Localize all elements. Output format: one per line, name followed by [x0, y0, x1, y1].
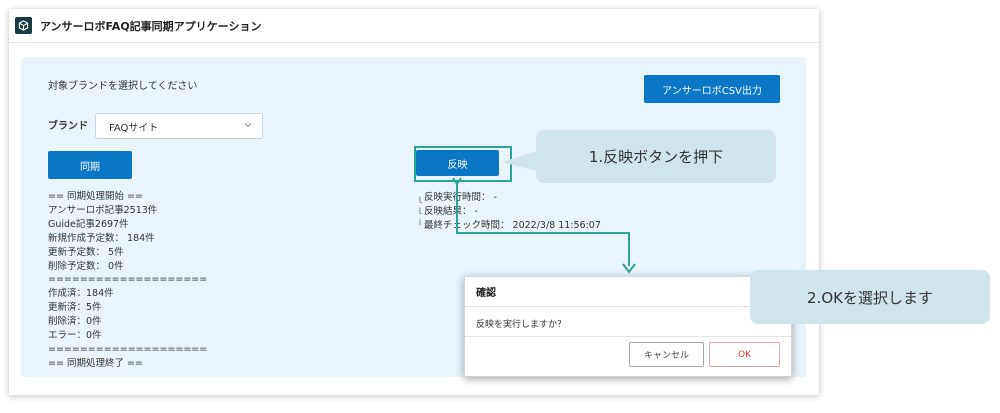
- log-line: ====================: [48, 274, 208, 286]
- cube-icon: [15, 17, 32, 34]
- log-line: 更新予定数： 5件: [48, 246, 124, 258]
- sync-log: == 同期処理開始 == アンサーロボ記事2513件 Guide記事2697件 …: [48, 190, 228, 371]
- log-line: 更新済：5件: [48, 302, 102, 314]
- app-title: アンサーロボFAQ記事同期アプリケーション: [40, 19, 262, 33]
- csv-export-button[interactable]: アンサーロボCSV出力: [644, 75, 780, 103]
- log-line: 削除済：0件: [48, 316, 102, 328]
- cancel-button[interactable]: キャンセル: [629, 342, 704, 367]
- app-header: アンサーロボFAQ記事同期アプリケーション: [9, 9, 819, 43]
- reflect-result: 反映結果： -: [424, 205, 478, 217]
- confirm-dialog: 確認 反映を実行しますか？ キャンセル OK: [464, 276, 792, 377]
- log-line: Guide記事2697件: [48, 218, 129, 230]
- brand-select-value: FAQサイト: [109, 122, 159, 134]
- reflect-button[interactable]: 反映: [416, 150, 499, 176]
- last-check-time: 最終チェック時間： 2022/3/8 11:56:07: [424, 219, 601, 231]
- log-line: 新規作成予定数： 184件: [48, 232, 155, 244]
- reflect-time: 反映実行時間： -: [424, 192, 497, 203]
- ok-button[interactable]: OK: [709, 342, 780, 367]
- dialog-message: 反映を実行しますか？: [476, 320, 567, 330]
- log-line: 作成済：184件: [48, 288, 114, 300]
- dialog-divider: [465, 336, 791, 337]
- chevron-down-icon: [244, 123, 252, 128]
- log-line: 削除予定数： 0件: [48, 260, 124, 272]
- log-line: == 同期処理開始 ==: [48, 191, 143, 202]
- sync-button[interactable]: 同期: [48, 151, 132, 179]
- instruction-text: 対象ブランドを選択してください: [48, 81, 198, 92]
- reflect-button-highlight: [414, 146, 512, 182]
- log-line: エラー：0件: [48, 330, 102, 342]
- log-line: ====================: [48, 343, 208, 355]
- brand-label: ブランド: [48, 121, 88, 132]
- reflect-status: 反映実行時間： - 反映結果： - 最終チェック時間： 2022/3/8 11:…: [424, 191, 601, 233]
- log-line: アンサーロボ記事2513件: [48, 204, 158, 216]
- brand-select[interactable]: FAQサイト: [95, 113, 263, 139]
- log-line: == 同期処理終了 ==: [48, 357, 143, 369]
- step2-callout: 2.OKを選択します: [750, 270, 990, 324]
- dialog-title: 確認: [465, 277, 791, 307]
- step1-callout: 1.反映ボタンを押下: [536, 130, 776, 183]
